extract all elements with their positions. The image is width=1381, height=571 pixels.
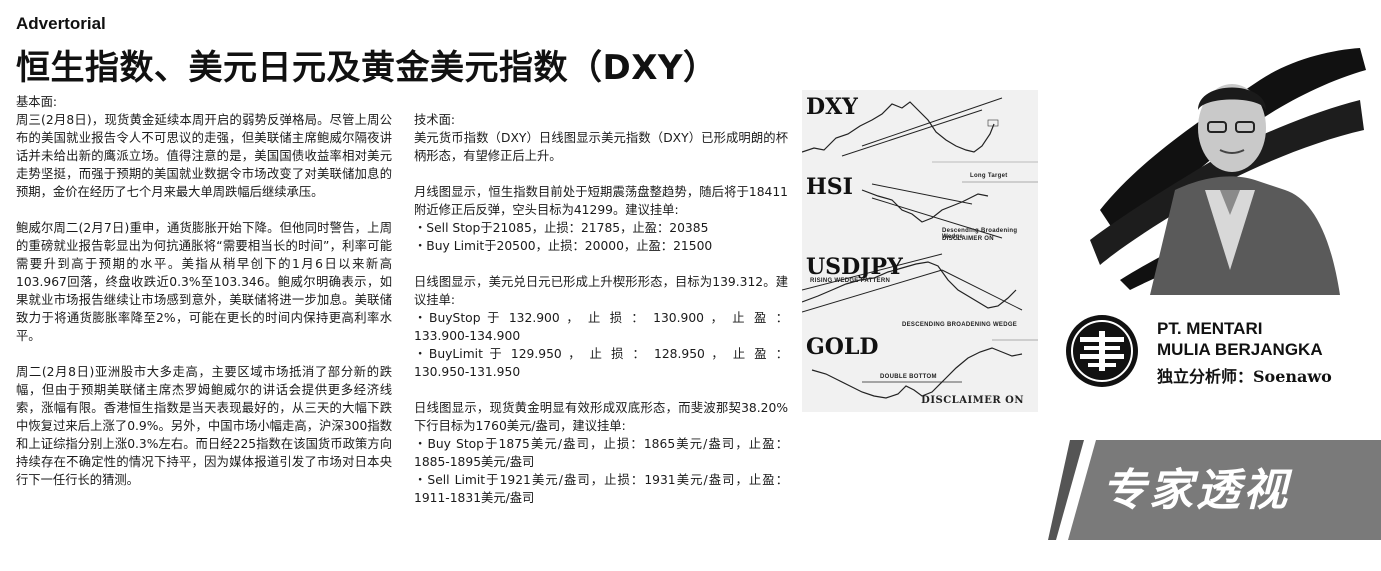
- analyst-name: 独立分析师：Soenawo: [1157, 367, 1332, 386]
- usdjpy-chart-image: [802, 253, 1023, 313]
- gold-disclaimer: DISCLAIMER ON: [921, 395, 1024, 406]
- dxy-chart-label: DXY: [806, 94, 858, 120]
- company-logo-icon: [1066, 315, 1138, 387]
- usdjpy-chart-note: DESCENDING BROADENING WEDGE: [902, 322, 1018, 328]
- dxy-chart-image: [802, 97, 1038, 163]
- expert-view-banner: [1048, 440, 1381, 540]
- usdjpy-chart-panel: USDJPY RISING WEDGE PATTERN DESCENDING B…: [802, 250, 1038, 331]
- usdjpy-chart-note: RISING WEDGE PATTERN: [810, 278, 891, 284]
- article-paragraph: 日线图显示，美元兑日元已形成上升楔形形态，目标为139.312。建议挂单: ・B…: [414, 275, 788, 379]
- hsi-chart-note: DISCLAIMER ON: [942, 236, 994, 242]
- article-paragraph: 周二(2月8日)亚洲股市大多走高，主要区域市场抵消了部分新的跌幅，但由于预期美联…: [16, 365, 392, 487]
- gold-chart-image: [811, 339, 1038, 399]
- analyst-portrait: [1090, 48, 1366, 295]
- advertorial-tag: Advertorial: [16, 14, 106, 33]
- hsi-chart-image: [861, 181, 1038, 239]
- company-name: PT. MENTARI MULIA BERJANGKA: [1157, 319, 1323, 359]
- hsi-chart-label: HSI: [806, 174, 853, 200]
- hsi-chart-note: Descending Broadening Wedge: [942, 228, 1018, 240]
- usdjpy-chart-label: USDJPY: [806, 254, 903, 280]
- article-paragraph: 基本面: 周三(2月8日)，现货黄金延续本周开启的弱势反弹格局。尽管上周公布的美…: [16, 95, 392, 199]
- banner-title: 专家透视: [1102, 465, 1290, 516]
- chart-strip: DXY HSI Long Target Descending Broadenin…: [802, 90, 1038, 412]
- gold-chart-panel: GOLD DOUBLE BOTTOM DISCLAIMER ON: [802, 330, 1038, 412]
- headline: 恒生指数、美元日元及黄金美元指数（DXY）: [16, 48, 718, 88]
- technical-column: 技术面: 美元货币指数（DXY）日线图显示美元指数（DXY）已形成明朗的杯柄形态…: [414, 111, 788, 507]
- article-paragraph: 月线图显示，恒生指数目前处于短期震荡盘整趋势，随后将于18411附近修正后反弹，…: [414, 185, 788, 253]
- fundamental-column: 基本面: 周三(2月8日)，现货黄金延续本周开启的弱势反弹格局。尽管上周公布的美…: [16, 93, 392, 489]
- hsi-chart-panel: HSI Long Target Descending Broadening We…: [802, 170, 1038, 251]
- gold-chart-label: GOLD: [806, 334, 879, 360]
- gold-chart-note: DOUBLE BOTTOM: [880, 374, 937, 380]
- article-paragraph: 日线图显示，现货黄金明显有效形成双底形态，而斐波那契38.20%下行目标为176…: [414, 401, 788, 505]
- article-paragraph: 鲍威尔周二(2月7日)重申，通货膨胀开始下降。但他同时警告，上周的重磅就业报告彰…: [16, 221, 392, 343]
- article-paragraph: 技术面: 美元货币指数（DXY）日线图显示美元指数（DXY）已形成明朗的杯柄形态…: [414, 113, 788, 163]
- hsi-chart-note: Long Target: [970, 173, 1008, 179]
- dxy-chart-panel: DXY: [802, 90, 1038, 171]
